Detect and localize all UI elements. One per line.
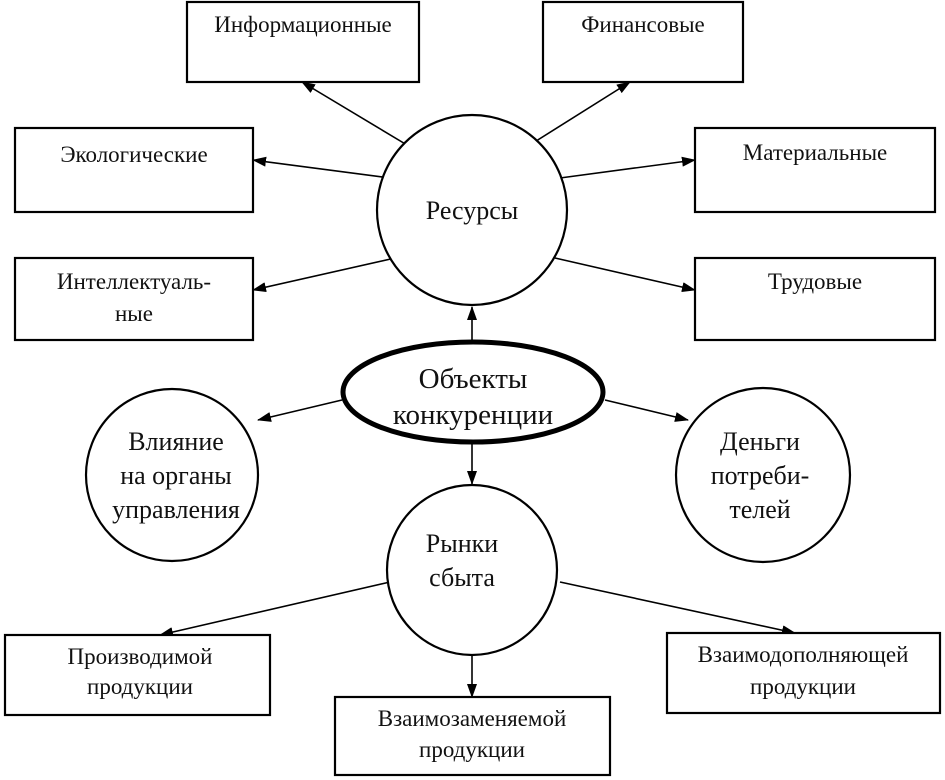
edge-resources-material: [559, 156, 696, 179]
influence-label-line2: на органы: [120, 461, 232, 490]
node-competition-objects: Объекты конкуренции: [340, 339, 606, 445]
markets-label-line1: Рынки: [426, 529, 498, 558]
node-produced-products: Производимой продукции: [3, 633, 272, 717]
consumer-money-label-line1: Деньги: [720, 427, 800, 456]
markets-label-line2: сбыта: [429, 563, 495, 592]
labor-label: Трудовые: [768, 269, 862, 294]
material-label: Материальные: [743, 140, 887, 165]
node-markets: Рынки сбыта: [385, 483, 559, 657]
node-intellectual: Интеллектуаль- ные: [13, 256, 255, 342]
substitute-label-line1: Взаимозаменяемой: [378, 706, 567, 731]
produced-label-line2: продукции: [87, 674, 193, 699]
node-material: Материальные: [693, 126, 937, 214]
consumer-money-label-line2: потреби-: [711, 461, 810, 490]
produced-label-line1: Производимой: [68, 644, 213, 669]
edges: [159, 81, 796, 698]
node-complementary-products: Взаимодополняющей продукции: [665, 631, 942, 715]
edge-resources-financial: [524, 81, 631, 149]
influence-label-line3: управления: [112, 495, 240, 524]
edge-markets-produced: [159, 581, 391, 637]
ecological-label: Экологические: [60, 142, 207, 167]
edge-markets-complementary: [559, 581, 796, 636]
node-ecological: Экологические: [13, 126, 255, 214]
resources-label: Ресурсы: [426, 196, 519, 225]
complementary-label-line2: продукции: [750, 674, 856, 699]
influence-label-line1: Влияние: [128, 427, 224, 456]
node-labor: Трудовые: [693, 256, 937, 342]
edge-center-influence: [257, 399, 343, 422]
edge-center-consumer-money: [604, 399, 689, 422]
node-substitute-products: Взаимозаменяемой продукции: [333, 695, 612, 777]
center-label-line2: конкуренции: [393, 399, 553, 431]
edge-resources-labor: [554, 257, 696, 292]
financial-label: Финансовые: [581, 12, 705, 37]
node-informational: Информационные: [185, 0, 421, 84]
edge-resources-informational: [301, 81, 413, 149]
node-consumer-money: Деньги потреби- телей: [674, 386, 852, 564]
edge-resources-ecological: [252, 156, 391, 179]
edge-resources-intellectual: [252, 257, 396, 293]
node-resources: Ресурсы: [375, 113, 569, 307]
informational-label: Информационные: [214, 12, 391, 37]
intellectual-label-line2: ные: [115, 301, 153, 326]
center-label-line1: Объекты: [419, 363, 528, 395]
complementary-label-line1: Взаимодополняющей: [698, 642, 909, 667]
node-financial: Финансовые: [541, 0, 745, 84]
node-influence: Влияние на органы управления: [84, 387, 260, 563]
intellectual-label-line1: Интеллектуаль-: [57, 269, 211, 294]
substitute-label-line2: продукции: [419, 737, 525, 762]
consumer-money-label-line3: телей: [729, 495, 790, 524]
